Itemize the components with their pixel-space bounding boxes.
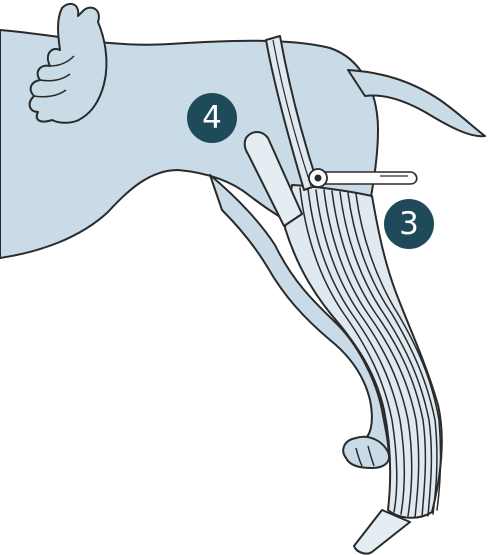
step-4-badge: 4 bbox=[187, 93, 237, 143]
step-3-badge: 3 bbox=[384, 199, 434, 249]
tape-roll-icon bbox=[309, 169, 417, 187]
